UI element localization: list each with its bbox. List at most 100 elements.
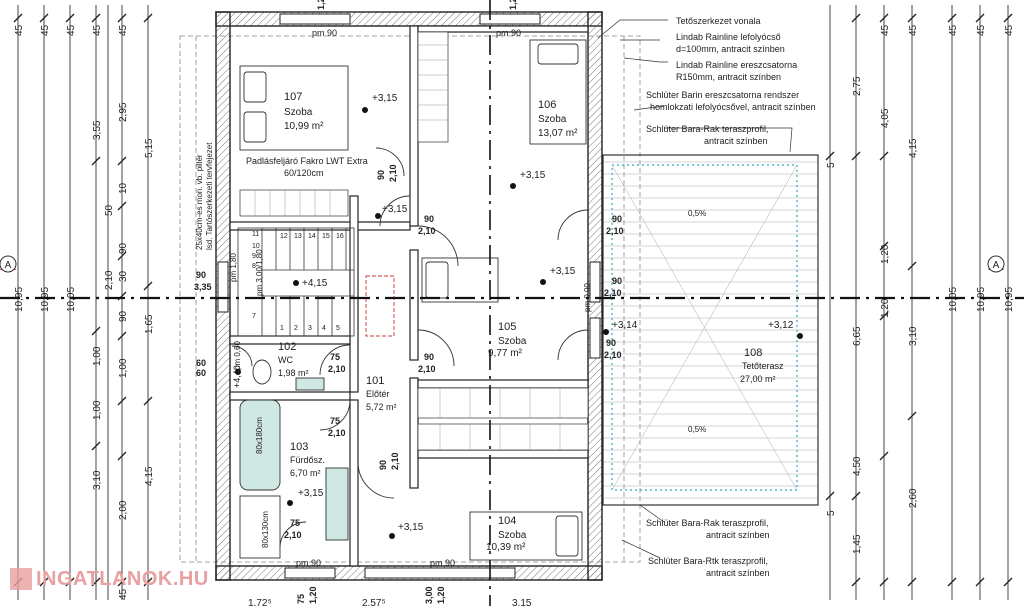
right-dim: 10,05 bbox=[948, 287, 959, 312]
right-dim: 45 bbox=[948, 24, 959, 36]
door-label: 2,10 bbox=[604, 288, 622, 298]
room-101-number: 101 bbox=[366, 375, 384, 387]
door-label: 75 bbox=[290, 518, 300, 528]
level-104: +3,15 bbox=[398, 522, 424, 533]
room-105-area: 9,77 m² bbox=[488, 348, 523, 359]
watermark: INGATLANOK.HU bbox=[10, 566, 209, 592]
stair-step: 3 bbox=[308, 325, 312, 332]
sanitary bbox=[239, 359, 349, 559]
watermark-text: INGATLANOK.HU bbox=[36, 567, 209, 590]
annotation-barin-spec: homlokzati lefolyócsővel, antracit színb… bbox=[650, 102, 816, 112]
right-dim: 45 bbox=[976, 24, 987, 36]
pillar-note-ref: lsd. Tartószerkezeti tervfejezet bbox=[205, 142, 214, 250]
closets bbox=[239, 31, 589, 451]
annotation-bararak-bottom: Schlüter Bara-Rak teraszprofil, bbox=[646, 518, 769, 528]
window-label: 60 bbox=[196, 358, 206, 368]
window-note: pm 0,60 bbox=[233, 341, 242, 370]
pillar-note: 25x40cm-es mon. vb. pillér bbox=[195, 154, 204, 250]
room-101-name: Előtér bbox=[366, 389, 390, 399]
room-108-name: Tetőterasz bbox=[742, 361, 784, 371]
door-label: 2,10 bbox=[390, 452, 400, 470]
door-label: 75 bbox=[330, 352, 340, 362]
annotation-roof-line: Tetőszerkezet vonala bbox=[676, 16, 761, 26]
room-104-number: 104 bbox=[498, 515, 516, 527]
door-label: 90 bbox=[424, 214, 434, 224]
level-hall: +3,15 bbox=[382, 204, 408, 215]
left-dim: 45 bbox=[66, 24, 77, 36]
left-dim: 45 bbox=[118, 588, 129, 600]
annotation-downpipe: Lindab Rainline lefolyócső bbox=[676, 32, 781, 42]
left-dim: 2,10 bbox=[104, 270, 115, 290]
right-dim: 4,50 bbox=[852, 456, 863, 476]
door-label: 90 bbox=[612, 276, 622, 286]
right-dim: 2,75 bbox=[852, 76, 863, 96]
attic-ladder-note: Padlásfeljáró Fakro LWT Extra bbox=[246, 156, 368, 166]
door-label: 2,10 bbox=[604, 350, 622, 360]
dimension-ticks bbox=[13, 13, 1013, 587]
door-label: 2,10 bbox=[284, 530, 302, 540]
left-dim: 10,95 bbox=[14, 287, 25, 312]
attic-ladder-size: 60/120cm bbox=[284, 168, 324, 178]
stair-step: 8 bbox=[252, 263, 256, 270]
bottom-dim: pm 90 bbox=[296, 558, 321, 568]
door-label: 90 bbox=[378, 460, 388, 470]
stair-step: 5 bbox=[336, 325, 340, 332]
room-105-number: 105 bbox=[498, 321, 516, 333]
room-107-name: Szoba bbox=[284, 107, 313, 118]
left-dim: 45 bbox=[14, 24, 25, 36]
right-dim: 10,95 bbox=[976, 287, 987, 312]
door-label: 2,10 bbox=[418, 226, 436, 236]
stair-step: 12 bbox=[280, 233, 288, 240]
top-dim: 1,2 bbox=[316, 0, 326, 10]
door-label: 2,10 bbox=[328, 364, 346, 374]
window-label: 90 bbox=[196, 270, 206, 280]
door-label: 75 bbox=[330, 416, 340, 426]
stair-step: 14 bbox=[308, 233, 316, 240]
right-dim: 5 bbox=[826, 510, 837, 516]
room-102-name: WC bbox=[278, 355, 293, 365]
right-dim: 1,45 bbox=[852, 534, 863, 554]
annotation-bararak-bottom-spec: antracit színben bbox=[706, 530, 770, 540]
stairs bbox=[237, 227, 355, 337]
level-106: +3,15 bbox=[520, 170, 546, 181]
left-dim: 10,05 bbox=[66, 287, 77, 312]
left-dim: 90 bbox=[118, 310, 129, 322]
terrace-108 bbox=[602, 154, 819, 506]
level-105: +3,15 bbox=[550, 266, 576, 277]
bottom-dim: 1,20 bbox=[436, 586, 446, 604]
right-dim: 4,15 bbox=[908, 138, 919, 158]
level-terrace: +3,12 bbox=[768, 320, 794, 331]
room-107-number: 107 bbox=[284, 91, 302, 103]
left-dim: 4,15 bbox=[144, 466, 155, 486]
bottom-dim: 1,20 bbox=[308, 586, 318, 604]
stair-step: 13 bbox=[294, 233, 302, 240]
right-dim: 45 bbox=[1004, 24, 1015, 36]
bottom-dim: 3,15 bbox=[512, 598, 532, 606]
left-dim: 10 bbox=[118, 182, 129, 194]
bottom-dim: 75 bbox=[296, 594, 306, 604]
right-dim: 1,20 bbox=[880, 244, 891, 264]
window-note: pm 0,00 bbox=[583, 283, 592, 312]
section-marker-left: A bbox=[0, 255, 17, 273]
top-dim: pm 90 bbox=[496, 28, 521, 38]
room-106-number: 106 bbox=[538, 99, 556, 111]
left-dim: 45 bbox=[40, 24, 51, 36]
annotation-bararak-top-spec: antracit színben bbox=[704, 136, 768, 146]
right-dimension-lines bbox=[829, 5, 1009, 600]
door-label: 90 bbox=[612, 214, 622, 224]
stair-step: 1 bbox=[280, 325, 284, 332]
door-label: 90 bbox=[606, 338, 616, 348]
right-dim: 3,10 bbox=[908, 326, 919, 346]
doors bbox=[231, 147, 589, 549]
room-102-number: 102 bbox=[278, 341, 296, 353]
top-dim: pm 90 bbox=[312, 28, 337, 38]
room-103-name: Fürdősz. bbox=[290, 455, 325, 465]
level-107: +3,15 bbox=[372, 93, 398, 104]
section-marker-right: A bbox=[987, 255, 1005, 273]
leader-lines bbox=[597, 19, 793, 559]
annotation-gutter: Lindab Rainline ereszcsatorna bbox=[676, 60, 797, 70]
stair-step: 16 bbox=[336, 233, 344, 240]
room-104-area: 10,39 m² bbox=[486, 542, 526, 553]
annotation-bartk-spec: antracit színben bbox=[706, 568, 770, 578]
bottom-dim: pm 90 bbox=[430, 558, 455, 568]
